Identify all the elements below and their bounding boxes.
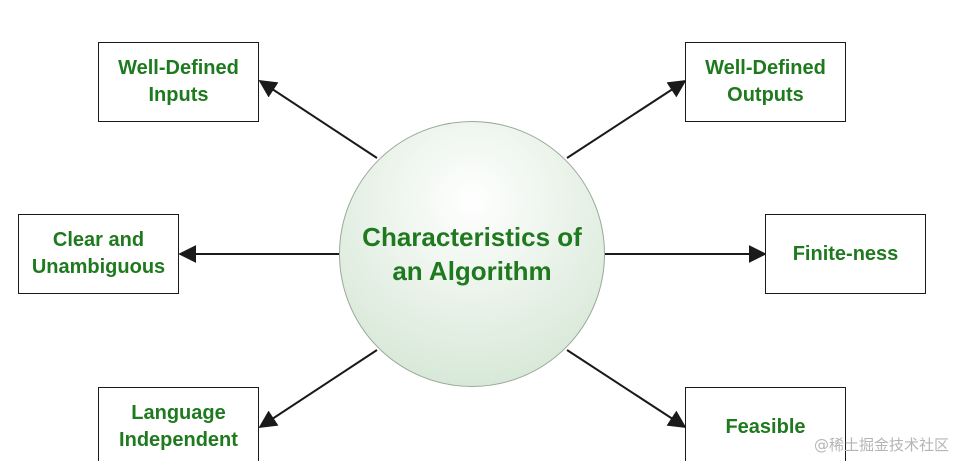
watermark-text: @稀土掘金技术社区 [813,436,949,454]
arrow-to-inputs [258,80,378,159]
node-clear-and-unambiguous: Clear and Unambiguous [18,214,179,294]
center-circle: Characteristics of an Algorithm [339,121,605,387]
arrow-to-language [258,349,378,428]
node-feasible: Feasible [685,387,846,461]
node-well-defined-inputs: Well-Defined Inputs [98,42,259,122]
node-well-defined-outputs: Well-Defined Outputs [685,42,846,122]
node-finite-ness: Finite-ness [765,214,926,294]
arrow-to-outputs [566,80,687,159]
arrow-to-feasible [566,349,687,428]
node-language-independent: Language Independent [98,387,259,461]
